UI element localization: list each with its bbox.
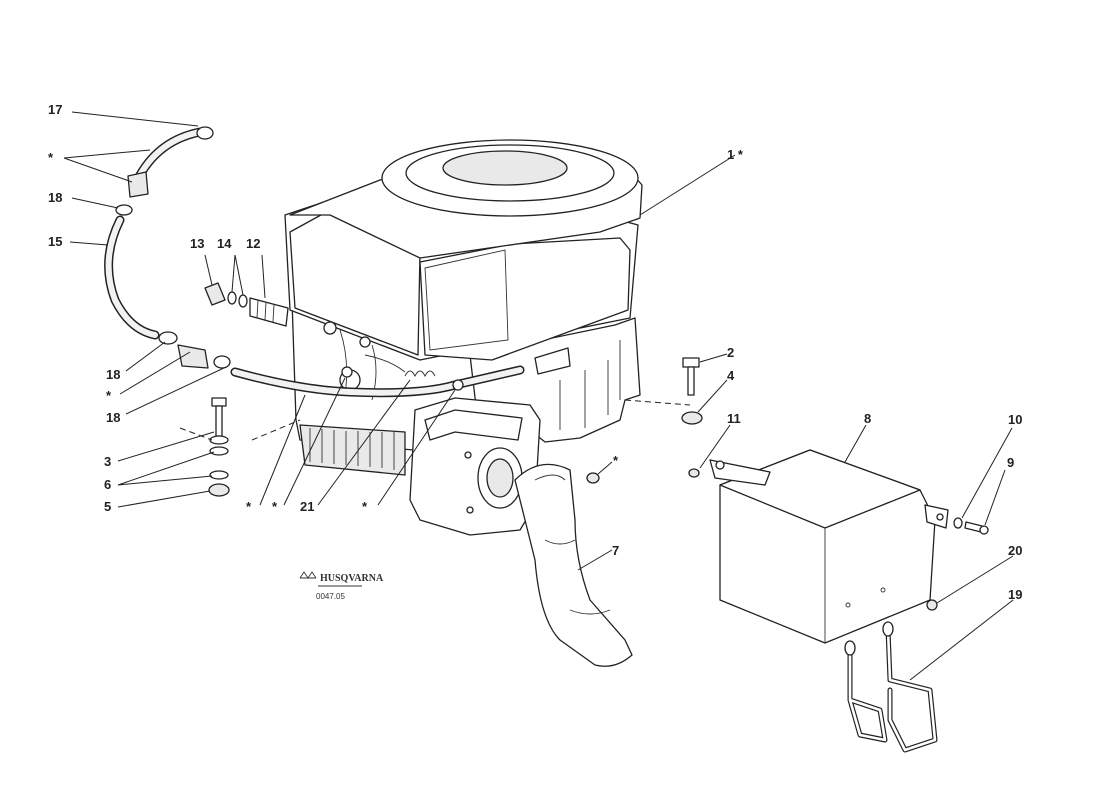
callout-star-left: * — [106, 388, 112, 403]
engine — [284, 139, 643, 476]
bracket-wire — [844, 621, 938, 753]
spring — [341, 354, 436, 378]
callout-star-top: * — [48, 150, 54, 165]
hardware — [204, 282, 989, 611]
callout-19: 19 — [1008, 587, 1022, 602]
callout-6: 6 — [104, 477, 111, 492]
fuel-line — [104, 126, 525, 398]
crown-icon — [299, 571, 317, 579]
heat-shield — [709, 449, 949, 644]
callout-1: 1 * — [727, 147, 744, 162]
callout-21: 21 — [300, 499, 314, 514]
callout-14: 14 — [217, 236, 232, 251]
callout-star-bottom-1: * — [246, 499, 252, 514]
callout-star-bottom-2: * — [272, 499, 278, 514]
callout-star-nut: * — [613, 453, 619, 468]
callouts: 17 * 18 15 18 * 18 13 14 12 3 6 5 * * 21… — [48, 102, 1022, 602]
callout-10: 10 — [1008, 412, 1022, 427]
callout-star-bottom-3: * — [362, 499, 368, 514]
callout-2: 2 — [727, 345, 734, 360]
callout-20: 20 — [1008, 543, 1022, 558]
logo-brand: HUSQVARNA — [320, 573, 384, 584]
exhaust-pipe — [514, 463, 633, 667]
callout-4: 4 — [727, 368, 735, 383]
muffler — [409, 397, 541, 536]
leader-lines — [63, 111, 1014, 681]
callout-8: 8 — [864, 411, 871, 426]
callout-17: 17 — [48, 102, 62, 117]
callout-11: 11 — [727, 411, 741, 426]
callout-7: 7 — [612, 543, 619, 558]
callout-12: 12 — [246, 236, 260, 251]
callout-18-top: 18 — [48, 190, 62, 205]
callout-3: 3 — [104, 454, 111, 469]
callout-15: 15 — [48, 234, 62, 249]
logo: HUSQVARNA 0047.05 — [299, 571, 384, 601]
callout-9: 9 — [1007, 455, 1014, 470]
callout-5: 5 — [104, 499, 111, 514]
callout-18-low: 18 — [106, 410, 120, 425]
figure-code: 0047.05 — [316, 592, 345, 601]
callout-13: 13 — [190, 236, 204, 251]
callout-18-mid: 18 — [106, 367, 120, 382]
